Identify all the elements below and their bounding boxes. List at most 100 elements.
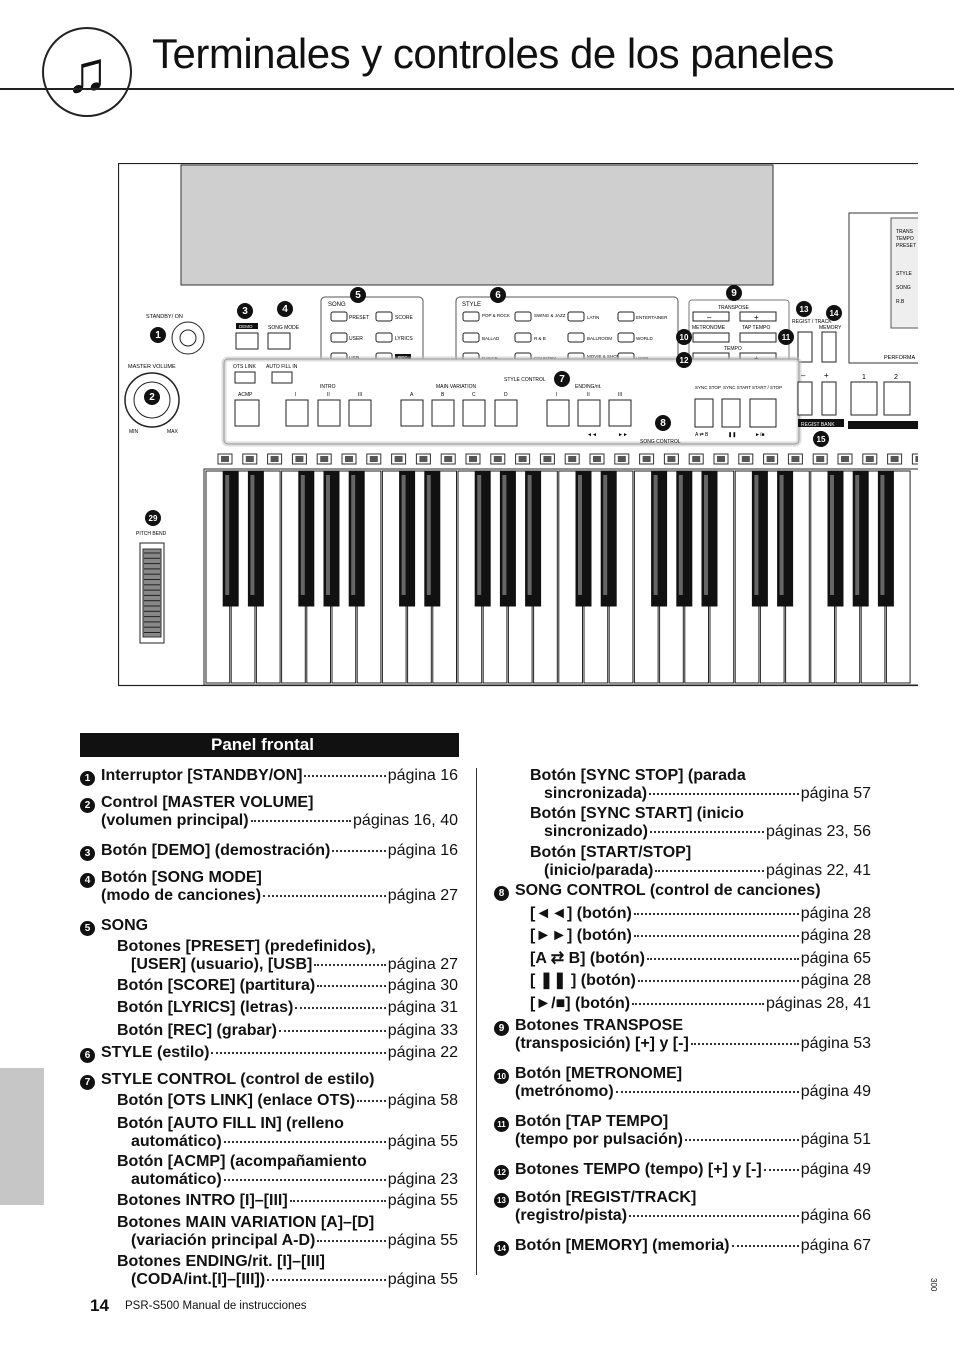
callout-8 <box>655 415 671 431</box>
intro-label-1: I <box>295 392 296 398</box>
ots-link-button[interactable] <box>234 371 256 384</box>
score-label: SCORE <box>395 315 413 321</box>
wheel-ridges <box>144 552 160 633</box>
voice-icon-glyph-4 <box>295 456 304 462</box>
ending-button-1[interactable] <box>546 399 570 427</box>
entry-line: Botón [SYNC STOP] (parada <box>530 767 871 785</box>
black-key-shine-9 <box>426 475 431 595</box>
list-left-entry: Botones INTRO [I]–[III]página 55 <box>117 1192 458 1210</box>
entry-label: (modo de canciones) <box>101 887 262 904</box>
page-ref: páginas 28, 41 <box>766 995 871 1012</box>
leader-dots <box>267 1279 386 1281</box>
transpose-label: TRANSPOSE <box>718 305 750 311</box>
metronome-button[interactable] <box>692 332 730 343</box>
transpose-plus-button[interactable] <box>739 311 777 322</box>
entry-number: 7 <box>80 1075 95 1090</box>
entry-line: [►/■] (botón)páginas 28, 41 <box>530 995 871 1013</box>
leader-dots <box>647 958 799 960</box>
preset-button[interactable] <box>330 311 348 322</box>
leader-dots <box>223 1179 386 1181</box>
memory-button[interactable] <box>821 331 837 363</box>
voice-icon-glyph-12 <box>493 456 502 462</box>
leader-dots <box>650 831 765 833</box>
pop-rock-button[interactable] <box>462 311 480 322</box>
sync-start-button[interactable] <box>721 398 741 428</box>
sync-stop-button[interactable] <box>694 398 714 428</box>
ending-button-3[interactable] <box>608 399 632 427</box>
entry-line: Botones ENDING/rit. [I]–[III] <box>117 1253 458 1271</box>
regist-bank-minus-button[interactable] <box>797 381 813 416</box>
tap-tempo-button[interactable] <box>739 332 777 343</box>
list-left-entry: Botón [OTS LINK] (enlace OTS)página 58 <box>117 1092 458 1110</box>
voice-icon-29[interactable] <box>911 453 918 465</box>
entry-line: (variación principal A-D)página 55 <box>117 1232 458 1250</box>
leader-dots <box>357 1100 386 1102</box>
bank-1-button[interactable] <box>850 381 878 416</box>
song-mode-button[interactable] <box>267 332 291 350</box>
black-key-shine-6 <box>351 475 356 595</box>
rb-button[interactable] <box>514 332 532 343</box>
ending-label-1: I <box>556 392 557 398</box>
voice-icon-glyph-23 <box>766 456 775 462</box>
black-key-shine-4 <box>300 475 305 595</box>
entry-label: Botón [ACMP] (acompañamiento <box>117 1153 367 1170</box>
entertainer-button[interactable] <box>617 311 635 322</box>
bank-2-button[interactable] <box>883 381 911 416</box>
page-ref: página 66 <box>800 1207 871 1224</box>
ballroom-button[interactable] <box>567 332 585 343</box>
entry-line: Botón [OTS LINK] (enlace OTS)página 58 <box>117 1092 458 1110</box>
list-left-entry: Botones MAIN VARIATION [A]–[D](variación… <box>117 1214 458 1250</box>
entry-label: Botón [MEMORY] (memoria) <box>515 1237 730 1254</box>
ballad-button[interactable] <box>462 332 480 343</box>
leader-dots <box>690 1043 799 1045</box>
regist-track-button[interactable] <box>797 331 813 363</box>
entry-label: STYLE CONTROL (control de estilo) <box>101 1071 375 1088</box>
acmp-button[interactable] <box>234 399 260 427</box>
style-group-label: STYLE <box>462 302 481 308</box>
intro-button-1[interactable] <box>285 399 309 427</box>
transpose-plus-label: + <box>754 313 759 322</box>
score-button[interactable] <box>375 311 393 322</box>
song-user-button[interactable] <box>330 332 348 343</box>
demo-button[interactable] <box>235 332 259 350</box>
ab-repeat-symbol: A ⇄ B <box>695 432 709 438</box>
entry-label: [USER] (usuario), [USB] <box>131 956 313 973</box>
leader-dots <box>685 1139 799 1141</box>
voice-icon-glyph-19 <box>667 456 676 462</box>
regist-bank-plus-button[interactable] <box>821 381 837 416</box>
ending-button-2[interactable] <box>577 399 601 427</box>
main-variation-button-a[interactable] <box>400 399 424 427</box>
main-variation-button-c[interactable] <box>462 399 486 427</box>
callout-label-10: 10 <box>680 333 689 342</box>
black-key-shine-22 <box>754 475 759 595</box>
intro-button-2[interactable] <box>317 399 341 427</box>
entry-line: automático)página 55 <box>117 1133 458 1151</box>
pitch-bend-wheel[interactable] <box>142 548 162 638</box>
main-variation-button-d[interactable] <box>494 399 518 427</box>
start-stop-button[interactable] <box>749 398 777 428</box>
auto-fill-in-button[interactable] <box>271 371 293 384</box>
world-button[interactable] <box>617 332 635 343</box>
intro-button-3[interactable] <box>348 399 372 427</box>
entry-label: Botón [REC] (grabar) <box>117 1022 277 1039</box>
footer-text: PSR-S500 Manual de instrucciones <box>125 1300 307 1312</box>
side-tab-preset: PRESET <box>896 243 916 249</box>
callout-14 <box>826 305 842 321</box>
lyrics-button[interactable] <box>375 332 393 343</box>
entry-label: Botón [LYRICS] (letras) <box>117 999 294 1016</box>
entry-label: (volumen principal) <box>101 812 249 829</box>
volume-max-label: MAX <box>167 429 179 435</box>
lcd-display <box>180 164 774 286</box>
latin-button[interactable] <box>567 311 585 322</box>
transpose-minus-button[interactable] <box>692 311 730 322</box>
swing-jazz-button[interactable] <box>514 311 532 322</box>
black-key-shine-8 <box>401 475 406 595</box>
volume-min-label: MIN <box>129 429 139 435</box>
bank-2-label: 2 <box>894 374 898 381</box>
main-variation-button-b[interactable] <box>431 399 455 427</box>
demo-label: DEMO <box>239 324 253 329</box>
preset-label: PRESET <box>349 315 369 321</box>
